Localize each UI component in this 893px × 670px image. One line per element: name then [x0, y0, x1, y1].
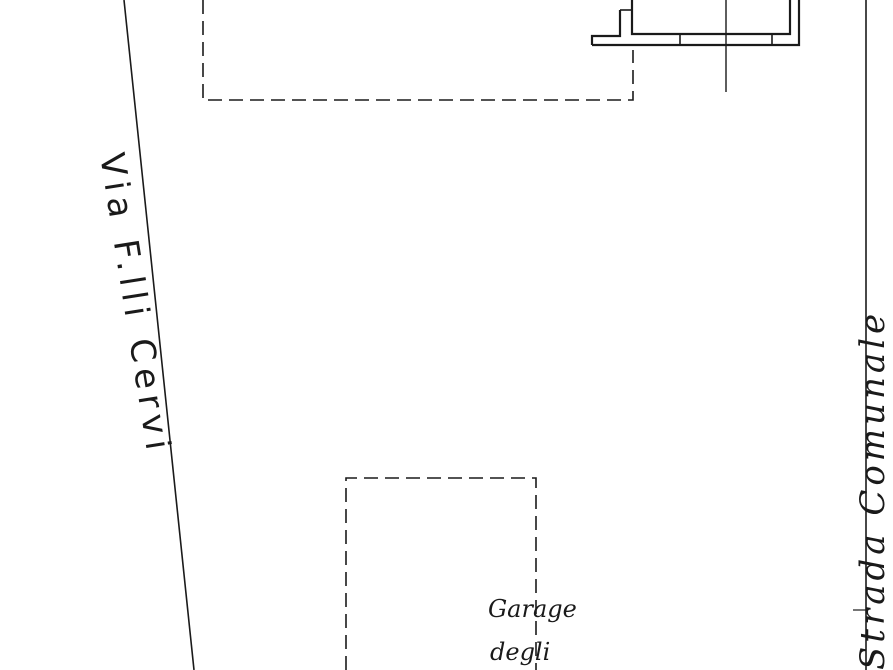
building-outline — [590, 0, 801, 92]
street-label-left: Via F.lli Cervi — [91, 150, 178, 458]
garage-label-line1: Garage — [488, 595, 577, 623]
garage-footprint — [345, 477, 537, 670]
garage-label-line2: degli — [490, 638, 550, 666]
dashed-footprint-upper — [202, 0, 634, 101]
street-label-right: Strada Comunale — [853, 310, 893, 670]
street-edge-left — [123, 0, 195, 670]
